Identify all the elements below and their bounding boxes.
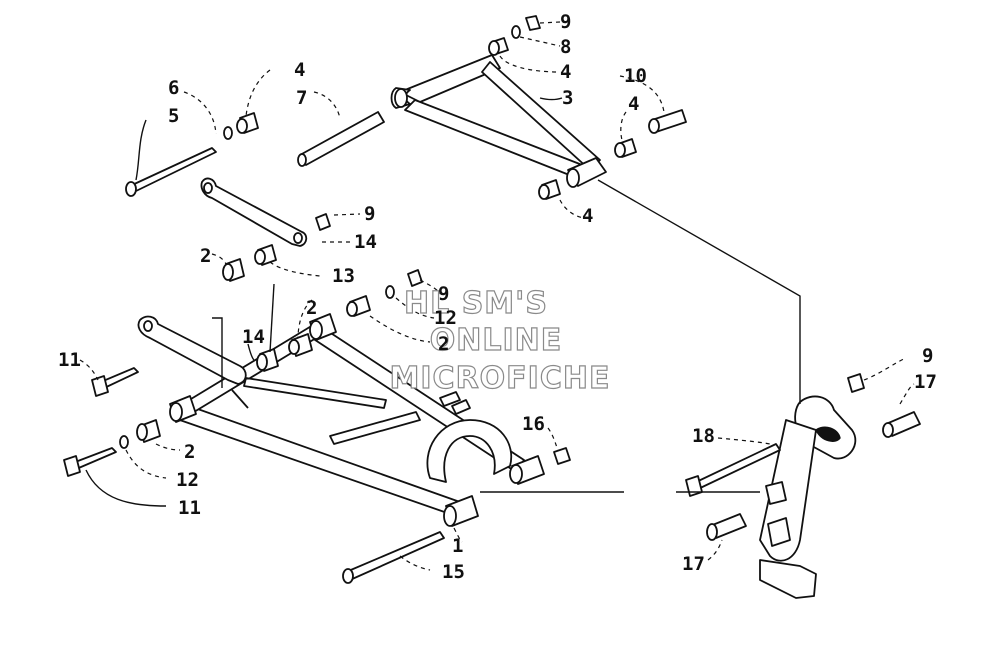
callout-c4b: 4 (628, 93, 639, 115)
callout-c2a: 2 (200, 245, 211, 267)
callout-c11a: 11 (58, 349, 81, 371)
callout-c13: 13 (332, 265, 355, 287)
callout-c9d: 9 (922, 345, 933, 367)
callout-c9c: 9 (438, 283, 449, 305)
callout-c2d: 2 (184, 441, 195, 463)
callout-c5: 5 (168, 105, 179, 127)
callout-c2b: 2 (306, 297, 317, 319)
callout-c7: 7 (296, 87, 307, 109)
upper-link-rod (200, 177, 331, 247)
callout-c4a: 4 (560, 61, 571, 83)
callout-c2c: 2 (438, 333, 449, 355)
callout-c17a: 17 (914, 371, 937, 393)
upper-arm-hardware (488, 15, 687, 200)
watermark-line-1: HL SM'S (404, 286, 548, 321)
callout-c14b: 14 (242, 326, 265, 348)
steering-knuckle (685, 373, 921, 599)
callout-c16: 16 (522, 413, 545, 435)
watermark-line-3: MICROFICHE (390, 361, 611, 396)
callout-c17b: 17 (682, 553, 705, 575)
callout-c1: 1 (452, 535, 463, 557)
callout-c8: 8 (560, 36, 571, 58)
callout-c11b: 11 (178, 497, 201, 519)
callout-labels: 9843104465479142139122214112121116115917… (58, 11, 937, 583)
callout-c10: 10 (624, 65, 647, 87)
watermark-line-2: ONLINE (430, 323, 563, 358)
callout-c14a: 14 (354, 231, 377, 253)
lower-arm-hardware (63, 315, 571, 584)
middle-bushings (222, 244, 423, 317)
callout-c6: 6 (168, 77, 179, 99)
callout-c3: 3 (562, 87, 573, 109)
callout-c18: 18 (692, 425, 715, 447)
upper-a-arm (390, 54, 607, 188)
watermark: HL SM'S ONLINE MICROFICHE (389, 285, 611, 396)
upper-bolt-and-shaft (125, 111, 385, 197)
callout-c12a: 12 (434, 307, 457, 329)
callout-c4c: 4 (582, 205, 593, 227)
callout-c4d: 4 (294, 59, 305, 81)
callout-c9a: 9 (560, 11, 571, 33)
callout-c15: 15 (442, 561, 465, 583)
callout-c12b: 12 (176, 469, 199, 491)
callout-c9b: 9 (364, 203, 375, 225)
leader-lines (79, 21, 915, 571)
